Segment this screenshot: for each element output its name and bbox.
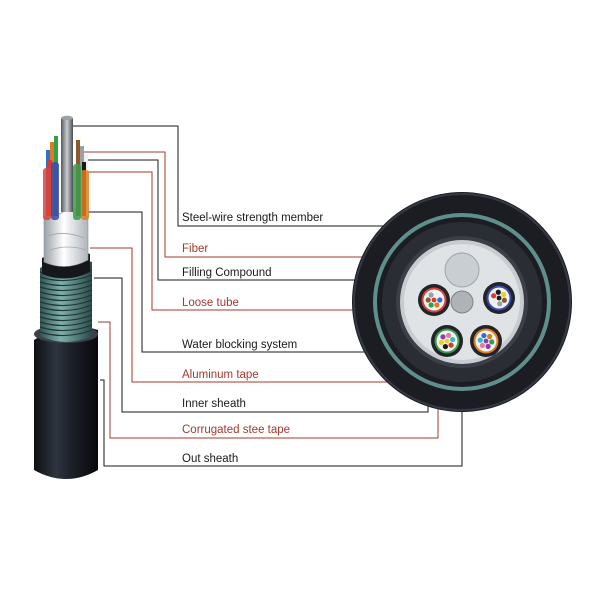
side-loose-tube xyxy=(73,164,81,220)
cs-fiber xyxy=(501,291,507,298)
cs-fiber xyxy=(450,336,456,343)
leader-lines xyxy=(68,125,463,467)
corrugation-ridge xyxy=(39,289,93,297)
cs-fiber xyxy=(479,342,485,349)
side-fibers xyxy=(43,136,89,220)
label-out-sheath: Out sheath xyxy=(182,453,238,465)
corrugation-ridge xyxy=(39,309,93,317)
cs-filler-rod xyxy=(444,252,480,288)
corrugation-ridge xyxy=(39,329,93,337)
leader-loose-tube xyxy=(86,171,424,311)
leader-water-blocking xyxy=(84,211,416,353)
corrugation-ridge xyxy=(39,304,93,312)
cs-fiber xyxy=(501,297,507,303)
label-corrugated-tape: Corrugated stee tape xyxy=(182,424,290,436)
cs-fiber xyxy=(440,334,446,340)
cs-fiber xyxy=(428,302,434,308)
corrugation-ridge xyxy=(39,294,93,302)
cs-fiber xyxy=(487,333,493,340)
cs-fiber xyxy=(442,343,449,350)
side-steel-wire xyxy=(61,118,73,212)
cs-fiber xyxy=(434,302,440,308)
label-steel-wire: Steel-wire strength member xyxy=(182,212,323,224)
cs-fiber xyxy=(444,338,450,344)
cs-fiber xyxy=(448,342,454,348)
cs-fiber xyxy=(434,292,440,298)
cs-fiber xyxy=(438,339,444,346)
corrugation-ridge xyxy=(39,299,93,307)
side-loose-tube xyxy=(81,170,89,220)
corrugation-ridge xyxy=(39,284,93,292)
corrugation-ridge xyxy=(39,314,93,322)
cable-side-view xyxy=(34,115,98,479)
label-filling-compound: Filling Compound xyxy=(182,267,272,279)
cs-fiber xyxy=(497,301,503,307)
label-water-blocking: Water blocking system xyxy=(182,339,297,351)
cs-fiber xyxy=(425,297,431,303)
cs-fiber xyxy=(491,293,497,299)
cs-fiber xyxy=(445,332,452,339)
cs-fiber xyxy=(485,343,491,350)
cs-steel-wire xyxy=(450,290,474,314)
cs-fiber xyxy=(491,298,497,305)
side-loose-tube xyxy=(51,162,59,220)
label-loose-tube: Loose tube xyxy=(182,297,239,309)
label-aluminum-tape: Aluminum tape xyxy=(182,369,259,381)
leader-corrugated xyxy=(98,321,439,439)
cs-loose-tube xyxy=(483,282,515,314)
labels: Steel-wire strength member Fiber Filling… xyxy=(182,212,323,465)
cs-fiber xyxy=(431,297,437,303)
cs-fiber xyxy=(495,289,501,295)
cs-fiber xyxy=(489,339,495,345)
cs-fiber xyxy=(437,297,443,303)
cs-fiber xyxy=(477,337,483,343)
corrugation-ridge xyxy=(39,319,93,327)
leader-out-sheath xyxy=(100,379,463,467)
corrugation-ridge xyxy=(39,324,93,332)
corrugation-ridge xyxy=(39,279,93,287)
side-out-sheath xyxy=(34,326,98,479)
cs-loose-tube xyxy=(431,325,463,357)
side-loose-tube xyxy=(43,168,51,220)
cs-fiber xyxy=(496,295,502,301)
cs-corrugated-tape xyxy=(373,213,551,391)
cs-fiber xyxy=(481,332,487,339)
cs-fiber xyxy=(483,338,489,344)
label-inner-sheath: Inner sheath xyxy=(182,398,246,410)
corrugation-ridge xyxy=(39,274,93,282)
cs-fiber xyxy=(428,292,434,298)
cable-cross-section xyxy=(352,192,572,412)
label-fiber: Fiber xyxy=(182,243,208,255)
cs-loose-tube xyxy=(418,284,450,316)
leader-filling xyxy=(80,159,444,281)
cs-loose-tube xyxy=(470,325,502,357)
